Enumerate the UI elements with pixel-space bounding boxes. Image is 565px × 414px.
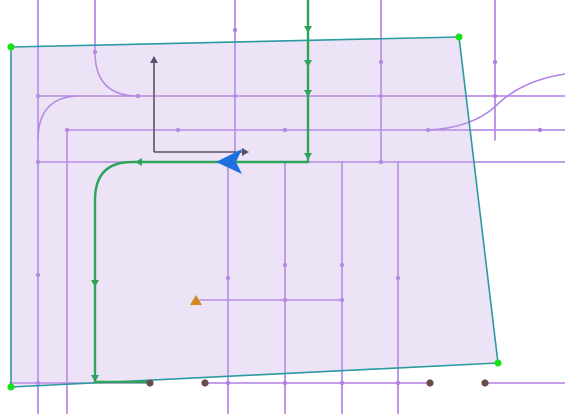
polygon-vertex[interactable]: [7, 43, 15, 51]
route-direction-arrow: [304, 26, 312, 33]
route-path: [91, 0, 312, 384]
road-node: [282, 262, 288, 268]
navigation-arrow-icon[interactable]: [216, 149, 242, 174]
stop-dot-icon[interactable]: [426, 379, 434, 387]
axis-y-arrowhead: [150, 56, 158, 63]
route-line: [93, 0, 310, 384]
road-node: [64, 127, 70, 133]
triangle-marker-icon[interactable]: [190, 295, 202, 305]
road-node: [378, 59, 384, 65]
local-axes: [150, 56, 249, 156]
road-segment: [427, 73, 565, 131]
stop-dot-icon[interactable]: [146, 379, 154, 387]
route-direction-arrow: [91, 375, 99, 382]
route-direction-arrow: [304, 153, 312, 160]
road-network: [9, 0, 565, 414]
road-node: [35, 272, 41, 278]
route-direction-arrow: [135, 158, 142, 166]
road-node: [378, 159, 384, 165]
road-node: [492, 93, 498, 99]
axis-x-arrowhead: [242, 148, 249, 156]
road-node: [492, 59, 498, 65]
road-node: [225, 380, 231, 386]
polygon-vertex[interactable]: [455, 33, 463, 41]
road-node: [92, 49, 98, 55]
road-node: [35, 380, 41, 386]
road-node: [35, 93, 41, 99]
road-node: [537, 127, 543, 133]
route-direction-arrow: [91, 280, 99, 287]
road-node: [35, 159, 41, 165]
polygon-vertex[interactable]: [7, 383, 15, 391]
stop-dot-icon[interactable]: [201, 379, 209, 387]
road-node: [339, 297, 345, 303]
zone-polygon[interactable]: [10, 36, 499, 388]
road-node: [395, 275, 401, 281]
road-nodes: [35, 27, 543, 386]
road-node: [135, 93, 141, 99]
road-node: [395, 380, 401, 386]
road-node: [378, 93, 384, 99]
road-node: [175, 127, 181, 133]
road-node: [339, 262, 345, 268]
polygon-vertices: [7, 33, 502, 391]
polygon-vertex[interactable]: [494, 359, 502, 367]
road-node: [282, 380, 288, 386]
road-node: [232, 27, 238, 33]
road-node: [232, 93, 238, 99]
stops: [146, 379, 489, 387]
stop-dot-icon[interactable]: [481, 379, 489, 387]
road-node: [425, 127, 431, 133]
route-direction-arrow: [304, 90, 312, 97]
road-node: [282, 297, 288, 303]
route-direction-arrow: [304, 60, 312, 67]
road-node: [339, 380, 345, 386]
road-node: [282, 127, 288, 133]
road-node: [225, 275, 231, 281]
